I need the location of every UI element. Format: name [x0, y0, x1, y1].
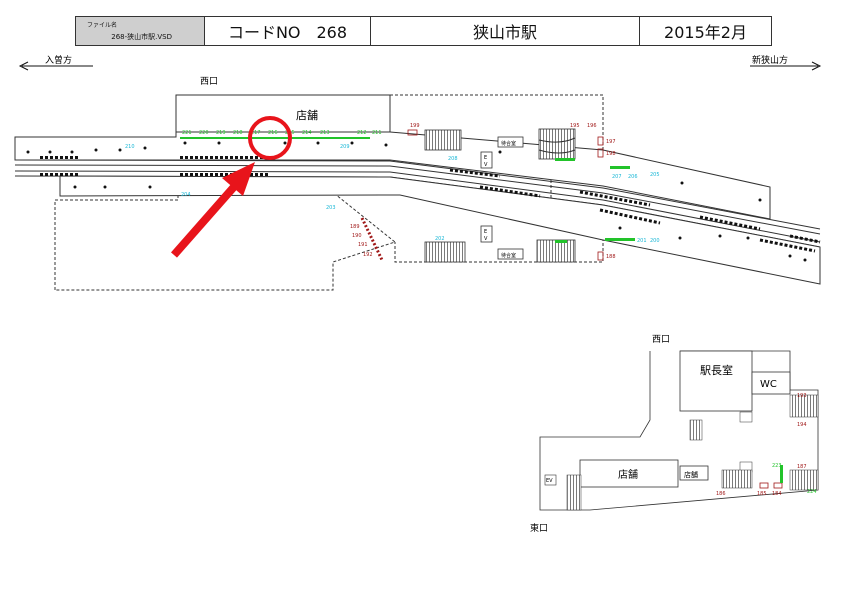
svg-text:E: E	[484, 229, 487, 235]
issue-date: 2015年2月	[664, 23, 747, 42]
svg-text:212: 212	[357, 130, 367, 136]
svg-text:219: 219	[216, 130, 226, 136]
station-master-room	[679, 350, 753, 412]
code-number: コードNO 268	[205, 17, 371, 45]
lower-east-exit-label: 東口	[530, 522, 548, 534]
lower-ev-label-box	[544, 474, 557, 486]
red-signs: 199 195 196 197 198 189 190 191 192 188	[350, 123, 616, 261]
svg-text:189: 189	[350, 224, 360, 230]
svg-text:193: 193	[797, 393, 807, 399]
upper-west-exit-label: 西口	[200, 76, 218, 87]
highlight-arrow	[170, 177, 244, 258]
right-direction: 新狭山方	[750, 54, 822, 71]
svg-text:187: 187	[797, 464, 807, 470]
stairs-lower-left	[424, 241, 466, 263]
highlight-circle	[248, 116, 292, 160]
track-1b	[14, 164, 821, 235]
svg-text:209: 209	[340, 144, 350, 150]
cyan-signs: 210 209 208 207 206 205 204 203 202 201 …	[125, 144, 660, 244]
right-direction-label: 新狭山方	[752, 54, 788, 66]
svg-text:214: 214	[302, 130, 312, 136]
svg-text:203: 203	[326, 205, 336, 211]
svg-text:EV: EV	[546, 478, 553, 484]
stairs-upper-right	[538, 128, 576, 160]
header-bar: ファイル名 268-狭山市駅.VSD コードNO 268 狭山市駅 2015年2…	[75, 16, 772, 46]
stairs-lower-right	[536, 239, 576, 263]
svg-text:200: 200	[650, 238, 660, 244]
svg-text:V: V	[484, 162, 488, 168]
stairs-concourse-b	[721, 469, 753, 489]
lower-west-exit-label: 西口	[652, 334, 670, 345]
svg-text:196: 196	[587, 123, 597, 129]
svg-text:207: 207	[612, 174, 622, 180]
svg-text:210: 210	[125, 144, 135, 150]
svg-text:220: 220	[199, 130, 209, 136]
file-label: ファイル名	[87, 22, 118, 29]
elevator-bottom	[480, 225, 493, 243]
svg-text:待合室: 待合室	[501, 140, 516, 147]
wc	[751, 371, 791, 395]
svg-text:199: 199	[410, 123, 420, 129]
svg-text:204: 204	[181, 192, 191, 198]
lower-concourse-outline	[54, 189, 397, 291]
svg-text:185: 185	[757, 491, 767, 497]
svg-text:E: E	[484, 155, 487, 161]
lower-green-signs: 223 224	[772, 463, 817, 495]
svg-text:218: 218	[233, 130, 243, 136]
shop-large-label: 店舗	[618, 468, 638, 481]
stairs-upper-left	[424, 129, 462, 151]
waiting-room-bottom	[497, 248, 524, 260]
wc-label: WC	[760, 379, 777, 390]
svg-text:221: 221	[182, 130, 192, 136]
svg-text:192: 192	[363, 252, 373, 258]
svg-text:195: 195	[570, 123, 580, 129]
svg-text:224: 224	[807, 489, 817, 495]
svg-text:190: 190	[352, 233, 362, 239]
escalator-upper	[538, 137, 576, 154]
svg-text:待合室: 待合室	[501, 252, 516, 259]
svg-text:211: 211	[372, 130, 382, 136]
svg-text:191: 191	[358, 242, 368, 248]
left-direction: 入曽方	[18, 54, 93, 71]
svg-text:223: 223	[772, 463, 782, 469]
lower-red-signs: 193 194 187 186 185 184	[716, 393, 807, 497]
shop-large	[579, 459, 679, 488]
shop-small	[679, 465, 709, 481]
upper-shop	[175, 94, 391, 136]
stairs-concourse-a	[566, 474, 582, 511]
file-value: 268-狭山市駅.VSD	[111, 33, 172, 41]
file-name-cell: ファイル名 268-狭山市駅.VSD	[76, 17, 205, 45]
svg-text:186: 186	[716, 491, 726, 497]
waiting-room-top	[497, 136, 524, 148]
svg-text:206: 206	[628, 174, 638, 180]
station-name: 狭山市駅	[371, 17, 640, 45]
svg-text:V: V	[484, 236, 488, 242]
svg-text:217: 217	[251, 130, 261, 136]
shop-small-label: 店舗	[684, 470, 698, 479]
svg-text:208: 208	[448, 156, 458, 162]
svg-text:216: 216	[268, 130, 278, 136]
svg-text:198: 198	[606, 151, 616, 157]
stairs-concourse-d	[789, 469, 819, 491]
upper-shop-label: 店舗	[296, 108, 318, 122]
svg-text:197: 197	[606, 139, 616, 145]
svg-text:201: 201	[637, 238, 647, 244]
svg-text:184: 184	[772, 491, 782, 497]
platform-2	[59, 175, 821, 285]
elevator-top	[480, 151, 493, 169]
svg-text:205: 205	[650, 172, 660, 178]
svg-text:202: 202	[435, 236, 445, 242]
station-master-label: 駅長室	[700, 363, 733, 377]
highlight-arrowhead	[222, 162, 255, 196]
left-direction-label: 入曽方	[45, 54, 72, 66]
svg-text:194: 194	[797, 422, 807, 428]
stairs-concourse-c	[789, 394, 819, 418]
platform-1	[14, 131, 771, 220]
svg-text:188: 188	[606, 254, 616, 260]
svg-text:213: 213	[320, 130, 330, 136]
track-2	[14, 170, 821, 243]
